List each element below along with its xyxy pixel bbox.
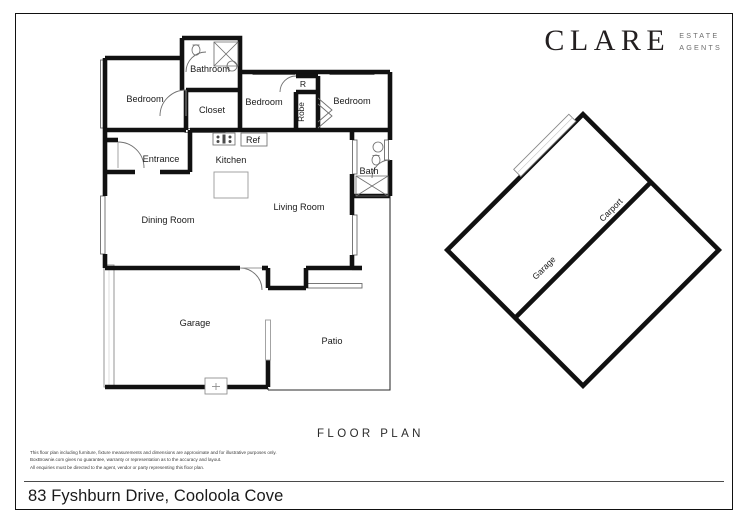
address-divider: [24, 481, 724, 483]
floor-plan-caption: FLOOR PLAN: [317, 428, 424, 440]
property-address: 83 Fyshburn Drive, Cooloola Cove: [28, 487, 284, 505]
brand-tagline: ESTATE AGENTS: [679, 26, 722, 52]
disclaimer-line-2: BoxBrownie.com gives no guarantee, warra…: [30, 457, 222, 463]
brand-tagline-line1: ESTATE: [679, 31, 720, 40]
brand-name: CLARE: [544, 24, 671, 57]
brand-tagline-line2: AGENTS: [679, 42, 722, 52]
disclaimer-line-1: This floor plan including furniture, fix…: [30, 450, 277, 455]
brand-logo: CLARE ESTATE AGENTS: [544, 26, 722, 56]
disclaimer: This floor plan including furniture, fix…: [30, 449, 430, 471]
disclaimer-line-3: All enquiries must be directed to the ag…: [30, 464, 205, 470]
